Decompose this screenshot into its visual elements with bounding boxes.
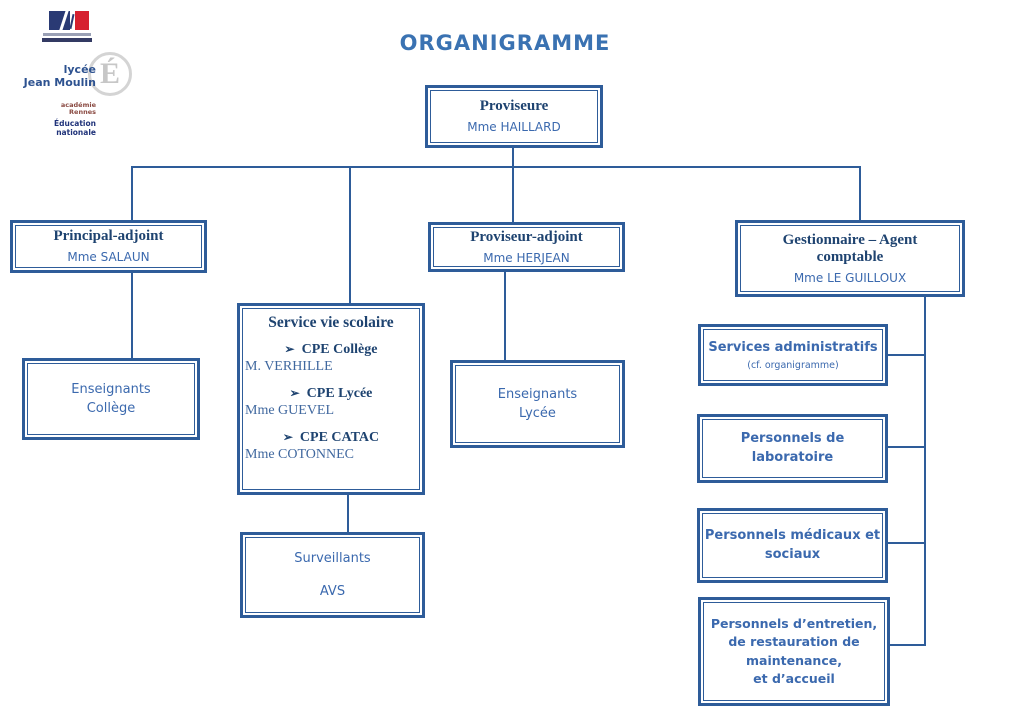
connector-stub-personnels-laboratoire: [888, 446, 925, 448]
svs-role: ➢ CPE Collège: [240, 341, 422, 359]
svs-person-name: M. VERHILLE: [245, 359, 333, 375]
box-label: Surveillants AVS: [294, 549, 370, 602]
connector-main-rail: [131, 166, 861, 168]
connector-to-enseignants-college: [131, 273, 133, 358]
box-personnels-medicaux-sociaux: Personnels médicaux et sociaux: [697, 508, 888, 583]
svs-person-name: Mme COTONNEC: [245, 447, 355, 463]
connector-to-gestionnaire: [859, 166, 861, 220]
box-person-name: Mme LE GUILLOUX: [793, 271, 907, 286]
label-line1: Enseignants: [71, 381, 151, 397]
page-title: ORGANIGRAMME: [399, 31, 611, 55]
svs-item-cpe-lycee: ➢ CPE Lycée Mme GUEVEL: [240, 385, 422, 420]
box-label: Services administratifs: [708, 340, 878, 356]
label-line2: de restauration de: [728, 634, 860, 650]
box-sublabel: (cf. organigramme): [747, 359, 839, 371]
svs-role-label: CPE CATAC: [299, 429, 380, 445]
label-line1: Personnels de: [740, 430, 845, 446]
connector-to-principal-adjoint: [131, 166, 133, 220]
box-title: Proviseure: [479, 98, 549, 115]
arrowhead-bullet-icon: ➢: [284, 341, 295, 356]
ministry-line1: Éducation: [54, 119, 96, 128]
government-logo-caption-line: [43, 33, 91, 36]
french-government-logo: [49, 11, 89, 30]
svs-item-cpe-catac: ➢ CPE CATAC Mme COTONNEC: [240, 429, 422, 464]
label-line2: Collège: [86, 401, 136, 416]
ministry-line2: nationale: [56, 127, 96, 137]
box-proviseur-adjoint: Proviseur-adjoint Mme HERJEAN: [428, 222, 625, 272]
school-name-line1: lycée: [63, 63, 96, 76]
svs-person-name: Mme GUEVEL: [245, 403, 335, 419]
label-line2: AVS: [319, 584, 346, 599]
svs-item-cpe-college: ➢ CPE Collège M. VERHILLE: [240, 341, 422, 376]
box-principal-adjoint: Principal-adjoint Mme SALAUN: [10, 220, 207, 273]
connector-stub-personnels-entretien: [890, 644, 925, 646]
box-gestionnaire-agent-comptable: Gestionnaire – Agent comptable Mme LE GU…: [735, 220, 965, 297]
label-line4: et d’accueil: [753, 670, 835, 686]
connector-to-proviseur-adjoint: [512, 166, 514, 222]
watermark-letter: É: [99, 57, 120, 90]
academy-line2: Rennes: [69, 108, 96, 117]
academy-e-watermark-icon: É: [88, 52, 132, 96]
connector-to-surveillants: [347, 495, 349, 532]
academy-line1: académie: [60, 101, 96, 109]
box-title: Gestionnaire – Agent comptable: [782, 231, 918, 265]
box-label: Enseignants Lycée: [498, 385, 577, 424]
box-services-administratifs: Services administratifs (cf. organigramm…: [698, 324, 888, 386]
academy-label: académie Rennes: [30, 101, 96, 117]
label-line2: Lycée: [519, 406, 556, 421]
box-label: Personnels d’entretien, de restauration …: [711, 615, 877, 688]
box-enseignants-college: Enseignants Collège: [22, 358, 200, 440]
box-enseignants-lycee: Enseignants Lycée: [450, 360, 625, 448]
school-name-line2: Jean Moulin: [23, 76, 96, 90]
box-proviseure: Proviseure Mme HAILLARD: [425, 85, 603, 148]
label-line1: Personnels d’entretien,: [710, 616, 878, 632]
box-person-name: Mme HAILLARD: [467, 120, 561, 135]
box-personnels-laboratoire: Personnels de laboratoire: [697, 414, 888, 483]
box-label: Personnels de laboratoire: [741, 430, 845, 468]
flag-white-band-marianne: [70, 11, 75, 30]
box-surveillants-avs: Surveillants AVS: [240, 532, 425, 618]
connector-proviseure-down: [512, 148, 514, 167]
box-person-name: Mme SALAUN: [67, 250, 150, 265]
box-title: Proviseur-adjoint: [470, 228, 583, 245]
flag-red-band: [75, 11, 89, 30]
connector-gestionnaire-rail: [924, 297, 926, 646]
box-title: Service vie scolaire: [268, 314, 394, 331]
svs-role-label: CPE Collège: [301, 341, 378, 357]
connector-stub-services-administratifs: [888, 354, 925, 356]
svs-role-label: CPE Lycée: [306, 385, 373, 401]
arrowhead-bullet-icon: ➢: [282, 429, 293, 444]
label-line2: sociaux: [764, 546, 821, 562]
flag-blue-band: [49, 11, 70, 30]
box-service-vie-scolaire: Service vie scolaire ➢ CPE Collège M. VER…: [237, 303, 425, 495]
school-logo-name: lycée Jean Moulin: [20, 63, 96, 89]
label-line1: Enseignants: [497, 386, 578, 402]
box-title: Principal-adjoint: [53, 228, 164, 245]
box-person-name: Mme HERJEAN: [483, 250, 570, 265]
label-line1: Personnels médicaux et: [704, 527, 881, 543]
government-logo-caption-line: [42, 38, 92, 42]
ministry-label: Éducation nationale: [30, 119, 96, 137]
arrowhead-bullet-icon: ➢: [289, 385, 300, 400]
connector-stub-personnels-medicaux: [888, 542, 925, 544]
connector-to-enseignants-lycee: [504, 272, 506, 360]
box-personnels-entretien: Personnels d’entretien, de restauration …: [698, 597, 890, 706]
connector-to-service-vie-scolaire: [349, 166, 351, 303]
svs-role: ➢ CPE CATAC: [240, 429, 422, 447]
svs-role: ➢ CPE Lycée: [240, 385, 422, 403]
box-label: Enseignants Collège: [71, 380, 150, 419]
label-line3: maintenance,: [746, 652, 842, 668]
box-label: Personnels médicaux et sociaux: [705, 527, 880, 565]
label-line1: Surveillants: [294, 550, 371, 566]
label-line2: laboratoire: [751, 449, 834, 465]
